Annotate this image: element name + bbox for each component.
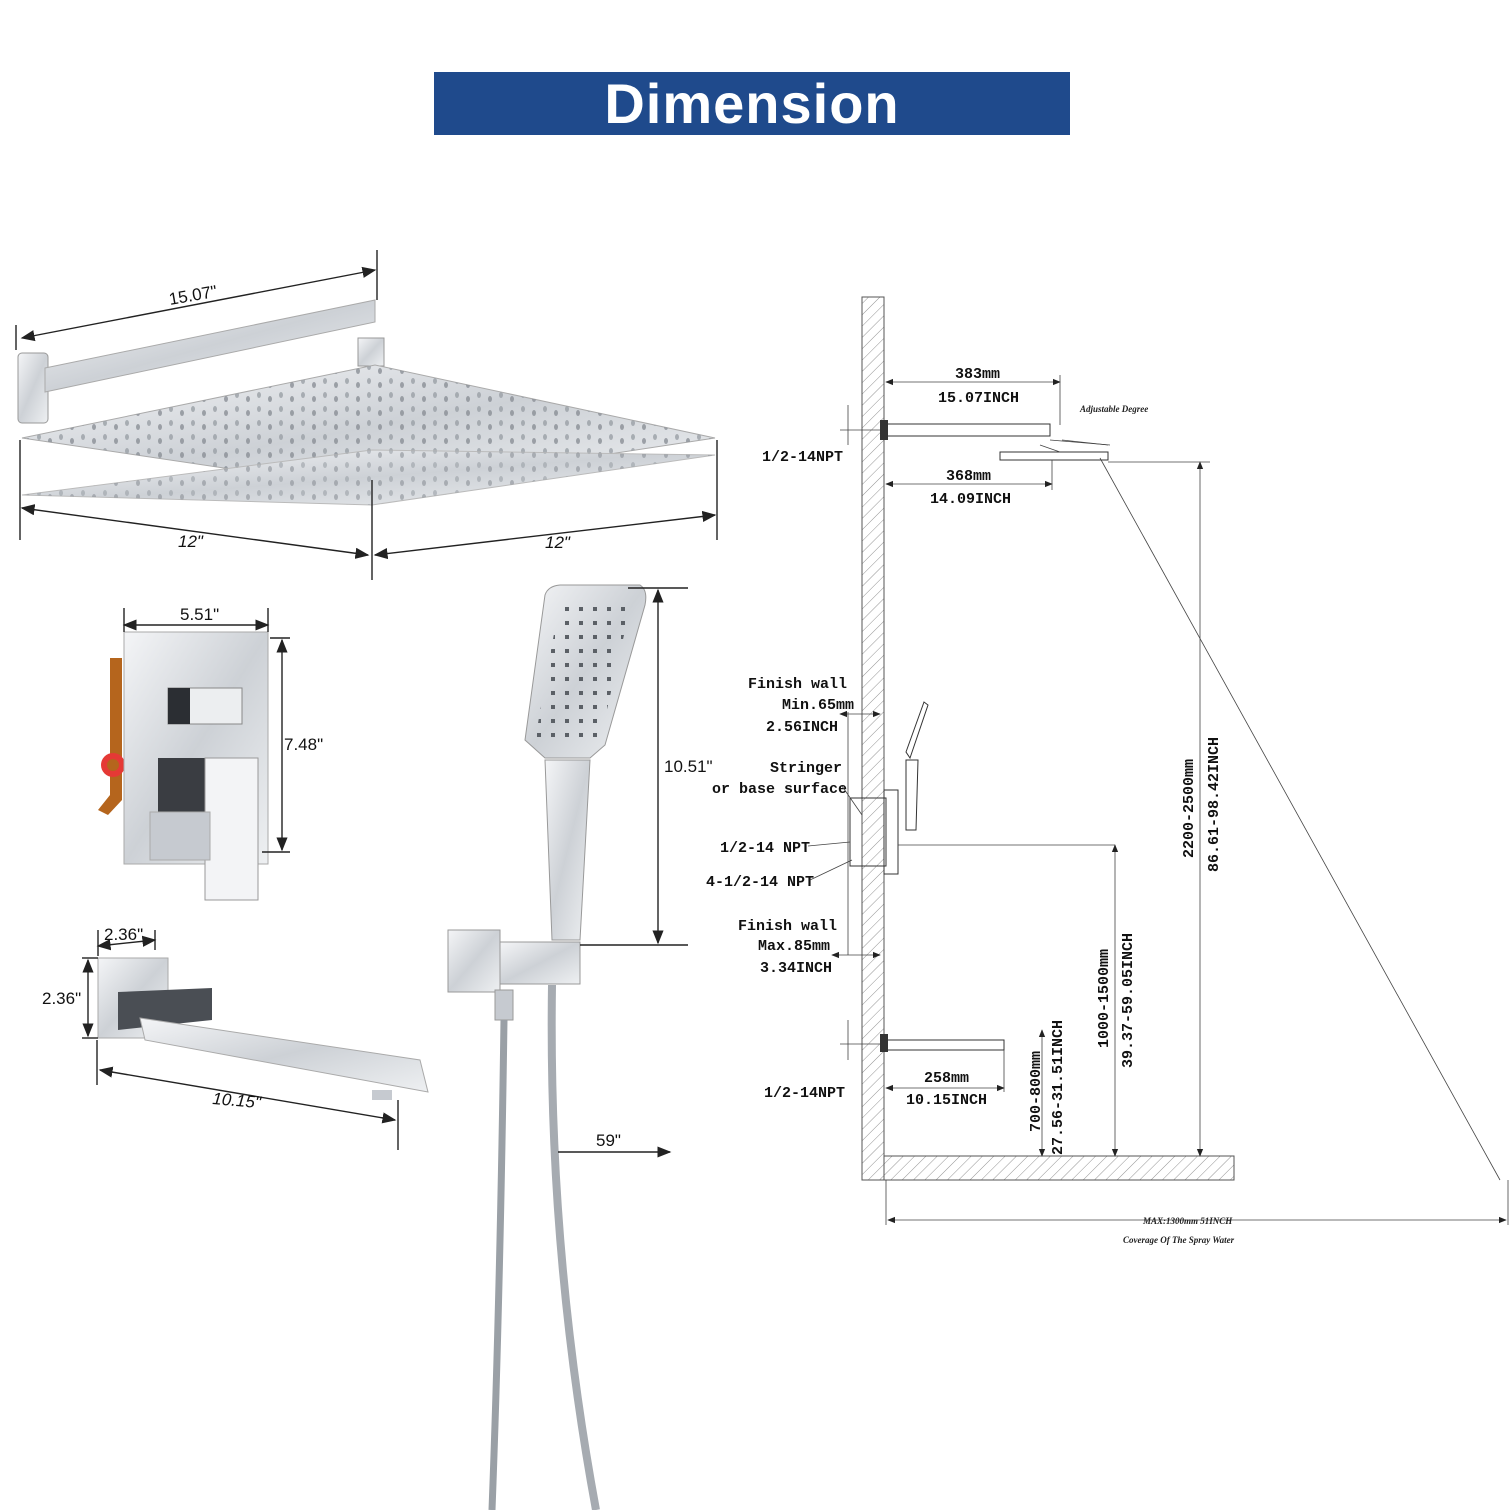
coverage-caption: Coverage Of The Spray Water bbox=[1123, 1235, 1235, 1245]
spout-height-mm-label: 700-800mm bbox=[1028, 1051, 1045, 1132]
finish-wall-max-line1: Finish wall bbox=[738, 918, 837, 935]
head-mm-label: 368mm bbox=[946, 468, 991, 485]
install-diagram: 383mm 15.07INCH Adjustable Degree 368mm … bbox=[706, 296, 1509, 1245]
spout-inch-label: 10.15INCH bbox=[906, 1092, 987, 1109]
npt-bottom-label: 1/2-14NPT bbox=[764, 1085, 845, 1102]
finish-wall-min-line2: Min.65mm bbox=[782, 697, 854, 714]
handheld-height-label: 10.51" bbox=[664, 757, 713, 776]
handheld-handle bbox=[544, 759, 591, 941]
handheld-bracket bbox=[447, 929, 501, 993]
finish-wall-min-line1: Finish wall bbox=[748, 676, 847, 693]
spout-height-inch-label: 27.56-31.51INCH bbox=[1050, 1020, 1067, 1155]
head-width-left-label: 12" bbox=[178, 532, 204, 551]
handheld-dimensions: 10.51" 59" bbox=[558, 587, 713, 1158]
spout-length-label: 10.15" bbox=[212, 1089, 263, 1112]
valve-height-mm-label: 1000-1500mm bbox=[1096, 949, 1113, 1048]
hose-left bbox=[488, 1019, 508, 1510]
floor-section bbox=[883, 1155, 1235, 1181]
spout-depth-label: 2.36" bbox=[104, 925, 143, 944]
spout-height-label: 2.36" bbox=[42, 989, 81, 1008]
arm-mm-label: 383mm bbox=[955, 366, 1000, 383]
finish-wall-max-line2: Max.85mm bbox=[758, 938, 830, 955]
hose-right bbox=[547, 984, 600, 1510]
arm-length-label: 15.07" bbox=[167, 282, 218, 309]
stringer-line1: Stringer bbox=[770, 760, 842, 777]
npt-mid2-label: 4-1/2-14 NPT bbox=[706, 874, 814, 891]
page-title: Dimension bbox=[604, 71, 900, 135]
wall-flange bbox=[17, 352, 49, 424]
spout-mm-label: 258mm bbox=[924, 1070, 969, 1087]
valve-height-label: 7.48" bbox=[284, 735, 323, 754]
head-width-right-label: 12" bbox=[545, 533, 571, 552]
valve-handle bbox=[204, 757, 259, 901]
hose-length-label: 59" bbox=[596, 1131, 621, 1150]
stringer-line2: or base surface bbox=[712, 781, 847, 798]
npt-mid-label: 1/2-14 NPT bbox=[720, 840, 810, 857]
finish-wall-max-line3: 3.34INCH bbox=[760, 960, 832, 977]
valve-dimensions: 5.51" 7.48" bbox=[122, 605, 323, 853]
finish-wall-min-line3: 2.56INCH bbox=[766, 719, 838, 736]
head-height-inch-label: 86.61-98.42INCH bbox=[1206, 737, 1223, 872]
valve-box bbox=[849, 797, 887, 867]
coverage-value-label: MAX:1300mm 51INCH bbox=[1142, 1216, 1233, 1226]
spout-body bbox=[139, 1017, 429, 1093]
valve-width-label: 5.51" bbox=[180, 605, 219, 624]
shower-head-dimensions: 15.07" 12" 12" bbox=[15, 250, 718, 580]
valve-body bbox=[158, 758, 210, 816]
valve-holder bbox=[98, 658, 122, 815]
wall-section bbox=[861, 296, 885, 1181]
head-height-mm-label: 2200-2500mm bbox=[1181, 759, 1198, 858]
arm-inch-label: 15.07INCH bbox=[938, 390, 1019, 407]
valve-drawing bbox=[98, 631, 269, 901]
arm-length-dimension-line bbox=[20, 266, 377, 342]
head-inch-label: 14.09INCH bbox=[930, 491, 1011, 508]
handheld-drawing bbox=[447, 584, 647, 1510]
valve-height-inch-label: 39.37-59.05INCH bbox=[1120, 933, 1137, 1068]
spout-dimensions: 2.36" 2.36" 10.15" bbox=[42, 925, 399, 1150]
swivel-connector bbox=[357, 337, 385, 367]
spray-coverage-line bbox=[1099, 457, 1501, 1181]
npt-top-label: 1/2-14NPT bbox=[762, 449, 843, 466]
shower-head-drawing bbox=[17, 299, 716, 506]
adjustable-degree-label: Adjustable Degree bbox=[1079, 404, 1148, 414]
title-banner: Dimension bbox=[434, 72, 1070, 135]
